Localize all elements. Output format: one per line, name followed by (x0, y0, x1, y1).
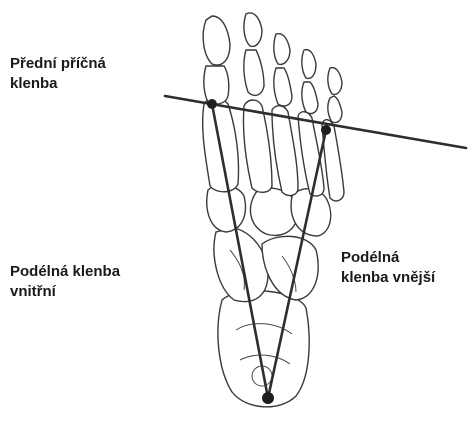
outer-longitudinal-arch-label: Podélná klenba vnější (341, 248, 435, 288)
inner-arch-label-line-2: vnitřní (10, 282, 120, 302)
front-transverse-arch-label: Přední příčná klenba (10, 54, 106, 94)
inner-forefoot-node (207, 99, 217, 109)
tarsal-bones (207, 185, 331, 301)
front-arch-label-line-2: klenba (10, 74, 106, 94)
inner-longitudinal-arch-label: Podélná klenba vnitřní (10, 262, 120, 302)
outer-arch-label-line-1: Podélná (341, 248, 435, 268)
outer-arch-label-line-2: klenba vnější (341, 268, 435, 288)
outer-forefoot-node (321, 125, 331, 135)
front-arch-label-line-1: Přední příčná (10, 54, 106, 74)
heel-bone (218, 291, 309, 407)
heel-node (262, 392, 274, 404)
inner-arch-label-line-1: Podélná klenba (10, 262, 120, 282)
